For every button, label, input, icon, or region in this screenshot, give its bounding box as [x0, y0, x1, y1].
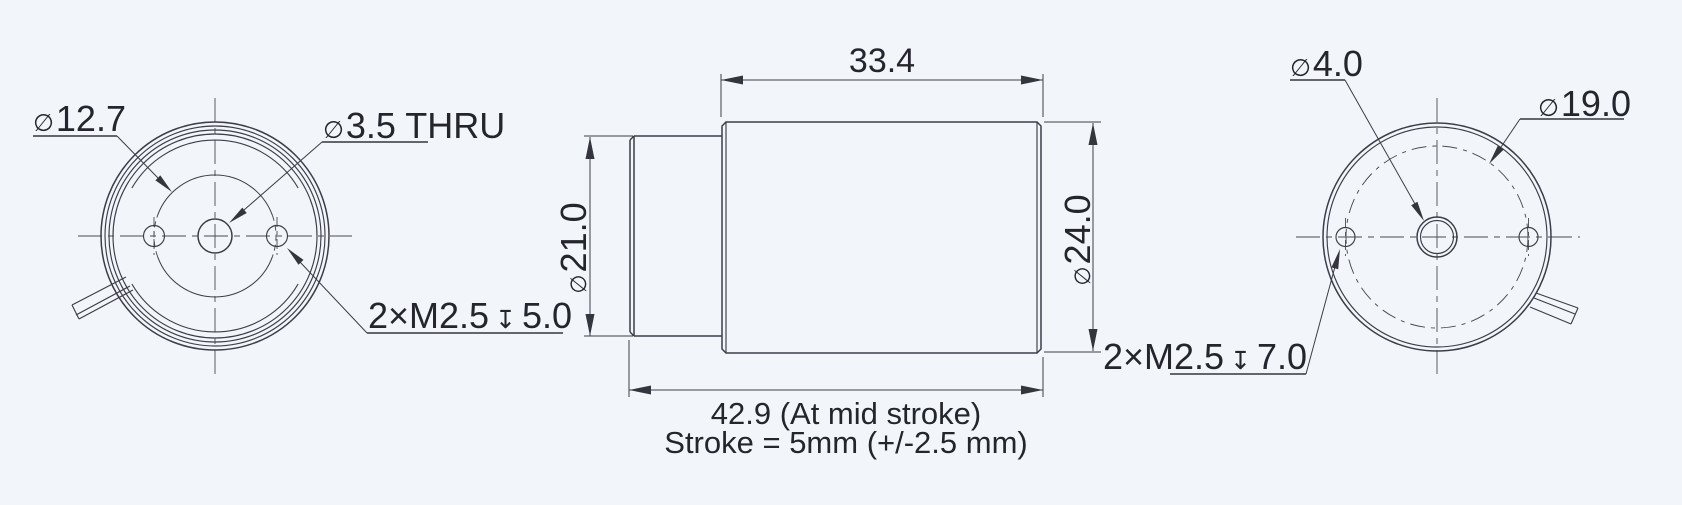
rear-center-hole — [1416, 216, 1458, 258]
side-body-outline — [721, 121, 1042, 354]
front-mount-hole-right — [265, 224, 289, 248]
rear-outer-rings — [1322, 122, 1552, 352]
dim-shaft-dia: ∅21.0 — [553, 135, 633, 337]
rear-shaft-dia-label: ∅4.0 — [1290, 43, 1363, 84]
front-center-hole — [197, 218, 233, 254]
rear-bolt-circle — [1345, 145, 1529, 329]
front-wire-tab — [71, 276, 134, 320]
rear-bolt-circle-dia-label: ∅19.0 — [1538, 83, 1631, 124]
side-shaft-outline — [629, 135, 722, 337]
front-bolt-circle-dia-label: ∅12.7 — [33, 98, 126, 139]
front-leaders — [33, 135, 563, 334]
dim-shaft-dia-label: ∅21.0 — [553, 202, 594, 293]
front-center-hole-dia-label: ∅3.5 THRU — [323, 105, 505, 146]
rear-tap-note-label: 2×M2.5↧7.0 — [1103, 336, 1307, 377]
front-view: ∅12.7 ∅3.5 THRU 2×M2.5↧5.0 — [33, 98, 572, 374]
front-outer-rings — [100, 121, 330, 351]
dim-body-dia: ∅24.0 — [1044, 121, 1101, 353]
dim-body-dia-label: ∅24.0 — [1057, 194, 1098, 285]
dim-overall-length: 42.9 (At mid stroke) Stroke = 5mm (+/-2.… — [628, 340, 1044, 460]
rear-wire-tab — [1529, 292, 1579, 325]
rear-leaders — [1170, 79, 1624, 375]
dim-body-length-label: 33.4 — [849, 42, 915, 80]
rear-centerlines — [1296, 98, 1580, 378]
rear-view: ∅4.0 ∅19.0 2×M2.5↧7.0 — [1103, 43, 1631, 378]
dim-body-length: 33.4 — [720, 42, 1044, 117]
front-mount-hole-left — [142, 224, 166, 248]
dim-overall-length-label: 42.9 (At mid stroke) — [711, 396, 981, 431]
rear-mount-hole-right — [1518, 226, 1539, 248]
front-centerlines — [78, 98, 352, 374]
front-bolt-circle — [153, 174, 277, 298]
rear-mount-hole-left — [1335, 226, 1356, 248]
stroke-note-label: Stroke = 5mm (+/-2.5 mm) — [664, 425, 1027, 460]
side-view: 33.4 ∅21.0 ∅24.0 42.9 (At mid — [553, 42, 1101, 460]
front-tap-note-label: 2×M2.5↧5.0 — [368, 295, 572, 336]
